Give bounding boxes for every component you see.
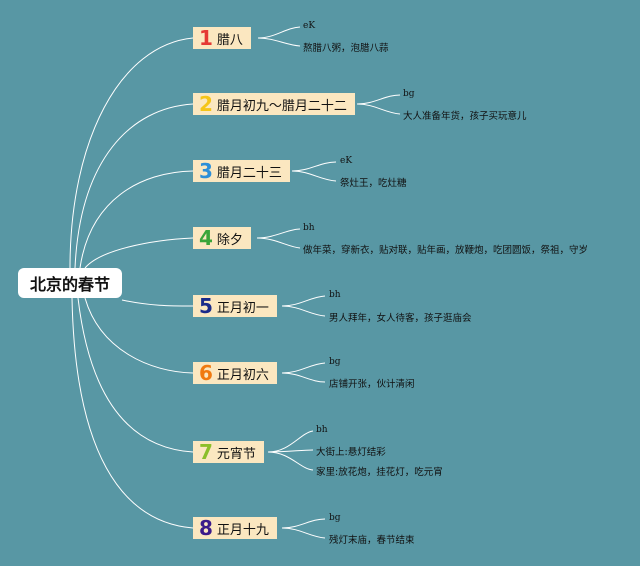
branch-node-8[interactable]: 8 正月十九 (193, 517, 277, 539)
branch-node-7[interactable]: 7 元宵节 (193, 441, 264, 463)
leaf-text: 大人准备年货，孩子买玩意儿 (403, 111, 527, 122)
link-root-8 (71, 297, 194, 529)
root-node[interactable]: 北京的春节 (18, 268, 122, 298)
branch-number: 3 (199, 159, 213, 183)
link-5-note (281, 295, 326, 307)
link-root-3 (79, 170, 194, 269)
link-7-note (267, 430, 314, 453)
branch-note: bg (403, 89, 415, 99)
leaf-text: 做年菜，穿新衣，贴对联，贴年画，放鞭炮，吃团圆饭，祭祖，守岁 (303, 245, 589, 256)
leaf-text: 祭灶王，吃灶糖 (340, 178, 407, 189)
branch-number: 8 (199, 516, 213, 540)
branch-node-5[interactable]: 5 正月初一 (193, 295, 277, 317)
leaf-text: 熬腊八粥，泡腊八蒜 (303, 43, 389, 54)
branch-label: 正月初一 (216, 300, 269, 316)
branch-note: bg (329, 513, 341, 523)
branch-note: eK (340, 156, 353, 166)
link-1-note (257, 26, 301, 39)
link-root-6 (84, 297, 194, 374)
link-root-2 (74, 103, 194, 269)
branch-number: 5 (199, 294, 213, 318)
branch-node-3[interactable]: 3 腊月二十三 (193, 160, 290, 182)
branch-node-1[interactable]: 1 腊八 (193, 27, 251, 49)
branch-node-4[interactable]: 4 除夕 (193, 227, 251, 249)
link-5-leaf (281, 305, 326, 317)
link-2-leaf (356, 103, 401, 115)
branch-note: bh (303, 223, 315, 233)
link-8-leaf (281, 527, 326, 539)
link-root-4 (84, 237, 194, 269)
link-4-leaf (256, 237, 301, 249)
branch-note: bg (329, 357, 341, 367)
branch-number: 1 (199, 26, 213, 50)
link-4-note (256, 228, 301, 239)
leaf-text: 家里:放花炮，挂花灯，吃元宵 (316, 467, 443, 478)
link-3-note (291, 161, 337, 172)
root-title: 北京的春节 (29, 275, 110, 294)
link-3-leaf (291, 170, 337, 182)
branch-label: 腊月二十三 (216, 165, 282, 181)
link-8-note (281, 518, 326, 529)
branch-label: 腊八 (216, 32, 243, 48)
link-1-leaf (257, 37, 301, 47)
branch-note: bh (316, 425, 328, 435)
branch-label: 正月初六 (216, 367, 269, 383)
branch-label: 腊月初九～腊月二十二 (216, 98, 347, 114)
branch-node-6[interactable]: 6 正月初六 (193, 362, 277, 384)
branch-number: 2 (199, 92, 213, 116)
link-root-7 (77, 297, 194, 453)
link-root-1 (69, 37, 194, 269)
link-root-5 (121, 299, 194, 307)
leaf-text: 残灯末庙，春节结束 (329, 535, 415, 546)
link-2-note (356, 94, 401, 105)
branch-number: 4 (199, 226, 213, 250)
branch-note: bh (329, 290, 341, 300)
leaf-text: 店铺开张，伙计清闲 (329, 379, 415, 390)
leaf-text: 大街上:悬灯结彩 (316, 447, 386, 458)
branch-number: 6 (199, 361, 213, 385)
branch-number: 7 (199, 440, 213, 464)
leaf-text: 男人拜年，女人待客，孩子逛庙会 (329, 313, 472, 324)
link-6-leaf (281, 372, 326, 383)
link-7-leaf2 (267, 451, 314, 471)
branch-note: eK (303, 21, 316, 31)
branch-label: 正月十九 (216, 522, 269, 538)
branch-label: 除夕 (216, 232, 243, 248)
link-6-note (281, 362, 326, 374)
branch-node-2[interactable]: 2 腊月初九～腊月二十二 (193, 93, 355, 115)
branch-label: 元宵节 (216, 446, 256, 462)
